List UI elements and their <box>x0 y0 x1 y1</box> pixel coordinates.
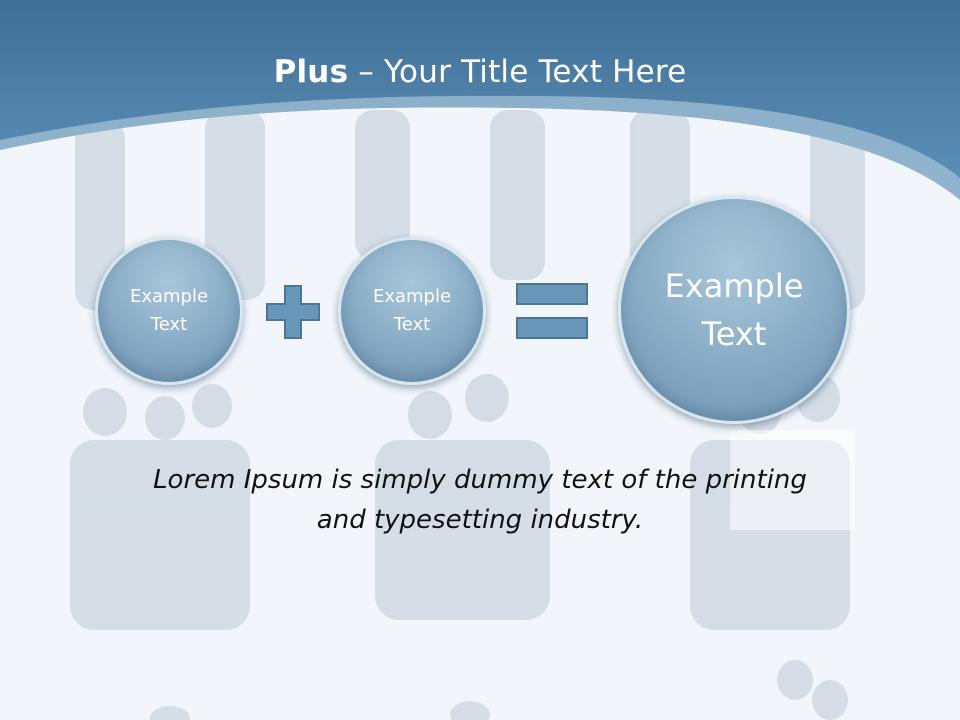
example-circle-1: Example Text <box>95 237 243 385</box>
example-circle-result: Example Text <box>618 196 850 424</box>
body-text: Lorem Ipsum is simply dummy text of the … <box>100 460 860 540</box>
circle-result-line-1: Example <box>664 267 804 305</box>
example-circle-2: Example Text <box>338 237 486 385</box>
title-rest: – Your Title Text Here <box>348 54 687 90</box>
circle-2-line-1: Example <box>372 286 452 307</box>
circle-1-line-1: Example <box>129 286 209 307</box>
title-bold: Plus <box>273 54 349 90</box>
circle-result-line-2: Text <box>701 315 767 353</box>
circle-1-line-2: Text <box>150 314 188 335</box>
equals-icon <box>516 283 588 339</box>
body-text-line-2: and typesetting industry. <box>316 505 644 535</box>
plus-icon <box>266 285 320 339</box>
body-text-line-1: Lorem Ipsum is simply dummy text of the … <box>153 465 807 495</box>
slide-title: Plus – Your Title Text Here <box>0 54 960 90</box>
header-band <box>0 0 960 200</box>
circle-2-line-2: Text <box>393 314 431 335</box>
